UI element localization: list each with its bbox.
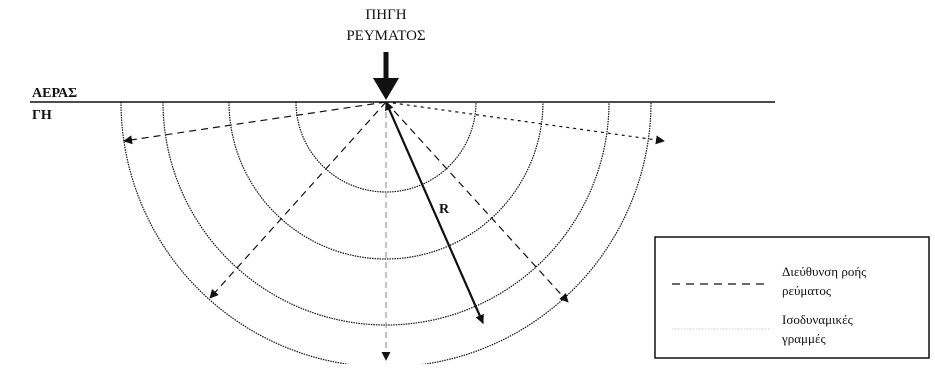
legend-flow-line2: ρεύματος <box>782 283 832 298</box>
air-label: ΑΕΡΑΣ <box>32 86 77 101</box>
radius-label: R <box>439 202 450 217</box>
source-label-line2: ΡΕΥΜΑΤΟΣ <box>346 28 425 44</box>
flow-line-lower-left <box>209 101 387 299</box>
semicircle-arc-2 <box>228 101 544 260</box>
ground-label: ΓΗ <box>32 108 52 123</box>
radius-arrow <box>384 101 485 324</box>
source-label-line1: ΠΗΓΗ <box>365 7 406 23</box>
flow-line-left <box>123 101 387 145</box>
flow-line-right <box>385 101 665 145</box>
legend-flow-line1: Διεύθυνση ροής <box>782 264 867 279</box>
source-arrow <box>373 52 399 100</box>
legend-box <box>654 236 930 359</box>
legend-equipotential-line1: Ισοδυναμικές <box>782 312 854 327</box>
legend: Διεύθυνση ροής ρεύματος Ισοδυναμικές γρα… <box>654 236 930 359</box>
legend-equipotential-line2: γραμμές <box>781 331 826 346</box>
